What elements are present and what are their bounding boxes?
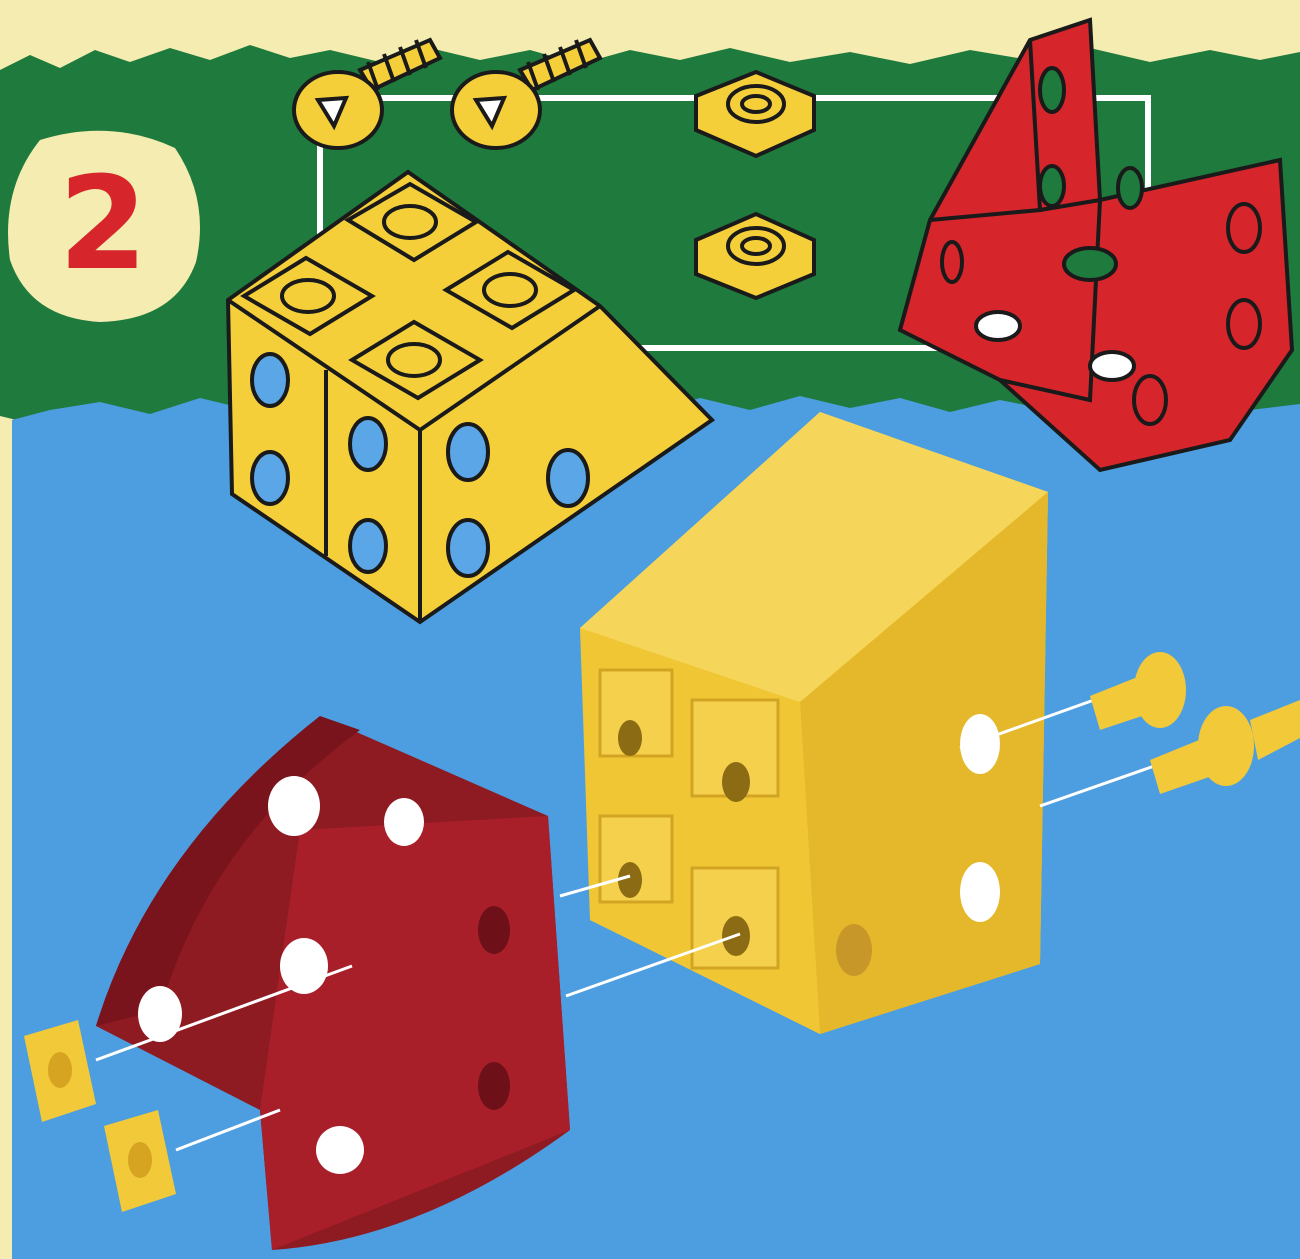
step-number: 2 (28, 150, 178, 300)
